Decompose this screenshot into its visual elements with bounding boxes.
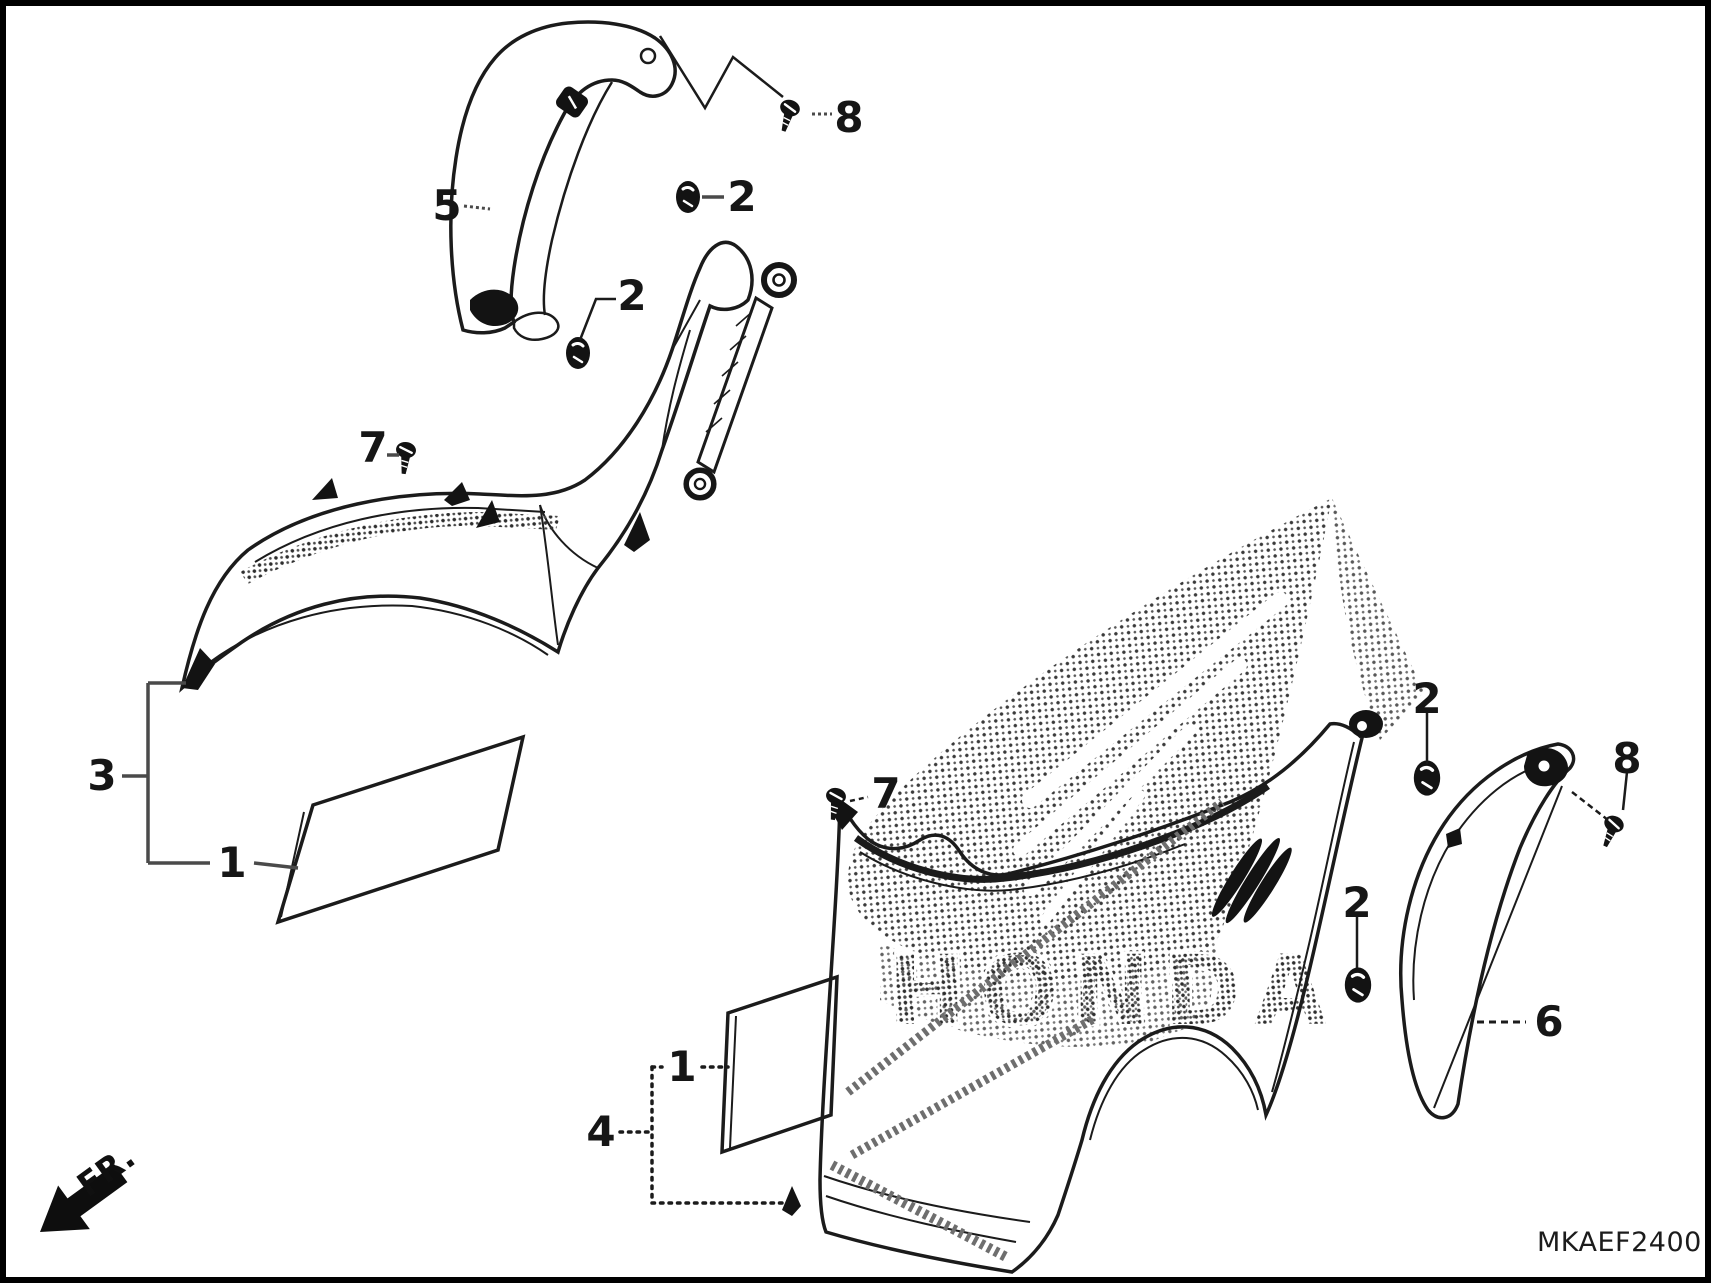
cover-clip [476,500,500,528]
callout-7-left: 7 [358,423,387,472]
cover-bottom-clip [782,1186,801,1216]
cover-vent-louver [1211,837,1292,924]
callout-2-right-lower: 2 [1342,878,1371,927]
callout-6: 6 [1534,997,1563,1046]
callout-7-right: 7 [871,769,900,818]
callout-8-top: 8 [834,93,863,142]
callout-1-right: 1 [667,1042,696,1091]
screw-8-top [771,96,804,136]
honda-text-watermark: HONDA [888,935,1340,1047]
wing-feather-gaps [1013,592,1288,925]
cover-clip [624,512,650,552]
boss-ring-upper [764,265,794,295]
callout-3: 3 [87,751,116,800]
callout-4: 4 [586,1107,615,1156]
honda-wing-watermark [847,498,1424,1047]
screw-8-right [1593,811,1628,852]
cover-tip-clip [182,648,215,690]
left-side-cover-assembly [179,240,794,693]
callout-1-left: 1 [217,838,246,887]
boss-ring-lower [686,470,714,498]
part5-clip-lower [470,289,519,327]
callout-2-top: 2 [727,172,756,221]
part5-upper-cover [449,20,677,341]
callout-5: 5 [432,181,461,230]
cover-edge-hatch-band [240,512,560,584]
drawing-code: MKAEF2400 [1537,1227,1702,1258]
part5-clip-upper [556,86,588,118]
screw-7-left [391,439,419,477]
leader-lines [122,35,1629,1205]
callout-8-right: 8 [1612,734,1641,783]
left-pad-part1 [275,734,526,925]
fr-arrow-icon [40,1164,128,1232]
grommet-2-right-lower [1343,965,1373,1005]
cover-clip [444,482,470,506]
right-pad-part1 [720,974,839,1155]
callout-labels: 5 8 2 2 7 3 1 7 2 2 8 6 1 4 [87,93,1641,1156]
callout-2-upper-left: 2 [617,271,646,320]
grommet-2-top [674,179,702,215]
part6-rear-cover [1399,742,1576,1120]
part6-clip [1446,828,1462,848]
fr-direction-indicator: FR. [40,1137,142,1232]
cover-strut [696,295,774,475]
grommet-2-upper-left [564,335,592,371]
grommet-2-right-upper [1412,758,1442,798]
cover-crease-hatch [829,798,1225,1263]
cover-clip [312,478,338,500]
callout-2-right-upper: 2 [1412,674,1441,723]
